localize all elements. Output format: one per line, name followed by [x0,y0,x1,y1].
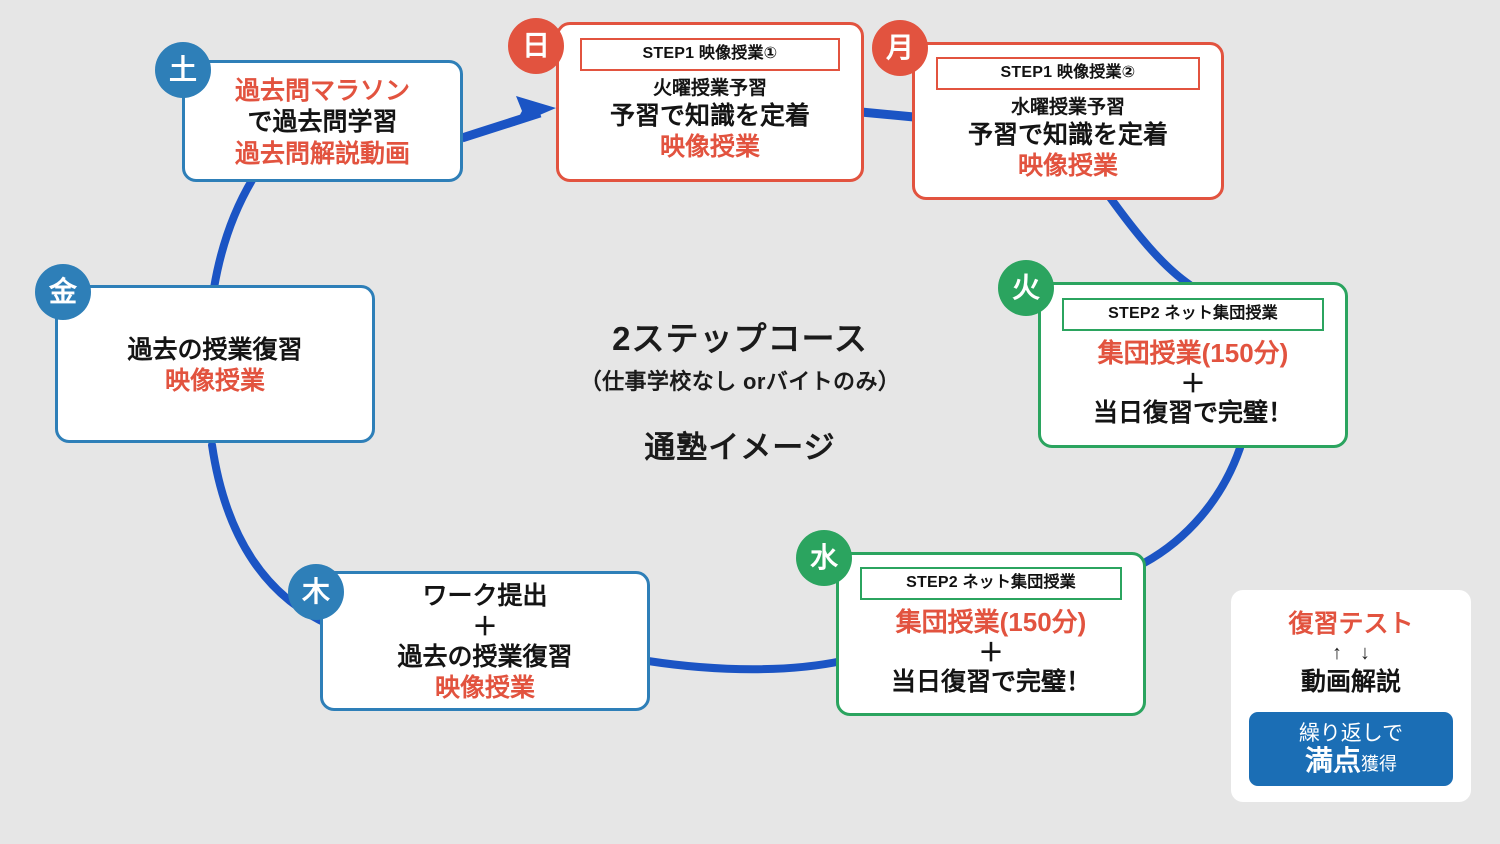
node-body-fri: 過去の授業復習 映像授業 [117,329,312,400]
node-body-mon: 水曜授業予習 予習で知識を定着 映像授業 [958,90,1178,185]
arrow-down-icon: ↓ [1360,642,1388,664]
link-mon-to-tue [1105,192,1194,289]
node-line: 予習で知識を定着 [967,120,1168,149]
legend-button-line2: 満点獲得 [1305,745,1397,776]
center-title-line1: 2ステップコース [612,320,868,357]
day-badge-mon: 月 [872,20,928,76]
node-card-fri[interactable]: 過去の授業復習 映像授業 [55,285,375,443]
legend-panel: 復習テスト ↑↓ 動画解説 繰り返しで 満点獲得 [1231,590,1471,802]
node-line: ＋ [1180,369,1206,398]
legend-arrows: ↑↓ [1314,642,1388,664]
day-badge-thu: 木 [288,564,344,620]
day-badge-label: 木 [301,576,330,607]
legend-button-line1: 繰り返しで [1298,721,1404,745]
day-badge-label: 金 [48,276,77,307]
day-badge-fri: 金 [35,264,91,320]
link-wed-to-tue [1140,444,1244,567]
node-line: 当日復習で完璧！ [890,668,1091,697]
day-badge-sun: 日 [508,18,564,74]
day-badge-wed: 水 [796,530,852,586]
center-title-line3: 通塾イメージ [644,430,836,465]
node-line: 火曜授業予習 [652,77,767,99]
link-sun-to-mon [860,107,915,122]
node-body-sat: 過去問マラソン で過去問学習 過去問解説動画 [225,70,420,173]
node-line: ワーク提出 [422,582,548,611]
step-header-tue: STEP2 ネット集団授業 [1062,298,1324,331]
center-title: 2ステップコース （仕事学校なし orバイトのみ） 通塾イメージ [520,312,960,467]
day-badge-tue: 火 [998,260,1054,316]
step-header-wed: STEP2 ネット集団授業 [860,567,1122,600]
node-card-mon[interactable]: STEP1 映像授業② 水曜授業予習 予習で知識を定着 映像授業 [912,42,1224,200]
step-header-mon: STEP1 映像授業② [936,57,1200,90]
link-thu-to-wed [644,657,846,674]
legend-button-score: 満点 [1304,745,1361,777]
day-badge-label: 火 [1011,272,1040,303]
center-title-line2: （仕事学校なし orバイトのみ） [579,369,901,394]
day-badge-label: 月 [885,32,914,63]
node-body-sun: 火曜授業予習 予習で知識を定着 映像授業 [600,71,820,166]
node-line: 映像授業 [1017,152,1118,181]
day-badge-sat: 土 [155,42,211,98]
node-line: 集団授業(150分) [1097,337,1289,368]
node-line: 水曜授業予習 [1010,96,1125,118]
node-line: 映像授業 [659,133,760,162]
node-body-tue: 集団授業(150分) ＋ 当日復習で完璧！ [1083,331,1303,432]
legend-score-button[interactable]: 繰り返しで 満点獲得 [1249,712,1453,786]
day-badge-label: 水 [809,542,838,573]
node-card-thu[interactable]: ワーク提出 ＋ 過去の授業復習 映像授業 [320,571,650,711]
node-line: で過去問学習 [247,108,398,137]
node-line: 過去の授業復習 [397,642,573,671]
node-line: 映像授業 [164,367,265,395]
node-card-sat[interactable]: 過去問マラソン で過去問学習 過去問解説動画 [182,60,463,182]
node-card-wed[interactable]: STEP2 ネット集団授業 集団授業(150分) ＋ 当日復習で完璧！ [836,552,1146,716]
node-card-sun[interactable]: STEP1 映像授業① 火曜授業予習 予習で知識を定着 映像授業 [556,22,864,182]
node-body-wed: 集団授業(150分) ＋ 当日復習で完璧！ [881,600,1101,701]
node-line: ＋ [472,612,498,641]
node-line: 映像授業 [434,674,535,703]
node-body-thu: ワーク提出 ＋ 過去の授業復習 映像授業 [387,575,582,706]
node-line: 当日復習で完璧！ [1092,399,1293,428]
node-line: ＋ [978,638,1004,667]
node-line: 予習で知識を定着 [609,101,810,130]
day-badge-label: 土 [168,54,197,85]
node-line: 過去問マラソン [234,76,410,105]
day-badge-label: 日 [521,30,550,61]
node-card-tue[interactable]: STEP2 ネット集団授業 集団授業(150分) ＋ 当日復習で完璧！ [1038,282,1348,448]
node-line: 過去の授業復習 [127,335,303,364]
legend-test-label: 復習テスト [1288,610,1414,638]
link-sat-to-sun-arrow [460,96,556,143]
legend-button-suffix: 獲得 [1361,754,1397,775]
node-line: 集団授業(150分) [895,606,1087,637]
step-header-sun: STEP1 映像授業① [580,38,840,71]
legend-video-label: 動画解説 [1300,668,1401,696]
arrow-up-icon: ↑ [1332,642,1360,664]
node-line: 過去問解説動画 [234,139,410,168]
